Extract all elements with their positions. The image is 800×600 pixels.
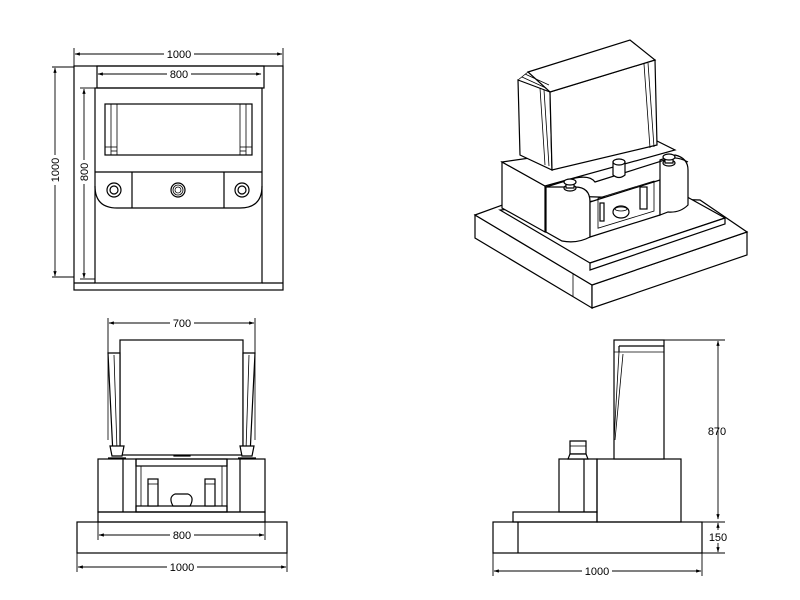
side-back-block — [596, 458, 682, 523]
dim-text-front-stone-width: 700 — [173, 318, 191, 330]
dim-text-top-inner-depth: 800 — [79, 163, 91, 181]
iso-stone-side-left — [517, 79, 553, 171]
side-view: 870 150 1000 — [492, 339, 731, 578]
top-view: 1000 800 1000 800 — [48, 47, 284, 291]
front-niche-bottom — [135, 505, 228, 513]
left-lantern-circle-icon — [106, 182, 122, 198]
side-stone-groove — [613, 351, 624, 441]
front-right-knob — [239, 445, 255, 457]
iso-side-post — [599, 202, 605, 222]
side-knob-base — [567, 453, 589, 460]
iso-right-knob-top — [662, 153, 676, 161]
side-front-block — [558, 458, 598, 513]
iso-water-bowl-rim — [614, 206, 628, 212]
iso-step-front — [589, 217, 726, 271]
incense-circle-mid — [172, 184, 184, 196]
iso-left-pillar — [545, 186, 591, 243]
dim-text-side-base-height: 150 — [709, 532, 727, 544]
top-lower-band-rounded — [94, 185, 263, 209]
dim-text-top-depth: 1000 — [50, 158, 62, 182]
dim-text-front-base-width: 1000 — [170, 562, 194, 574]
front-left-side-panel — [107, 352, 121, 456]
side-base — [492, 521, 703, 554]
incense-circle-inner — [174, 186, 182, 194]
dim-text-front-inner-width: 800 — [173, 530, 191, 542]
iso-incense-holder-top — [612, 158, 626, 166]
front-right-side-panel — [242, 352, 256, 456]
dim-text-top-width: 1000 — [167, 49, 191, 61]
iso-incense-holder — [612, 161, 626, 179]
front-left-knob — [109, 445, 125, 457]
top-window-frame — [104, 103, 253, 156]
right-lantern-circle-icon — [234, 182, 250, 198]
iso-niche-window — [597, 180, 655, 229]
isometric-view — [473, 39, 749, 310]
side-upright-stone — [613, 339, 665, 460]
left-lantern-circle-inner — [109, 185, 119, 195]
front-right-candle — [204, 478, 216, 507]
front-left-groove — [113, 354, 118, 451]
front-view: 700 800 1000 — [76, 317, 288, 574]
dim-text-side-height: 870 — [708, 426, 726, 438]
iso-stone-top — [526, 39, 657, 93]
iso-left-knob-top — [563, 178, 577, 186]
front-right-groove — [245, 354, 250, 451]
right-lantern-circle-inner — [237, 185, 247, 195]
dim-text-top-inner-width: 800 — [170, 69, 188, 81]
front-step — [97, 511, 266, 523]
iso-water-bowl — [612, 205, 630, 219]
iso-stone-steps — [517, 71, 550, 89]
incense-circle-icon — [170, 182, 186, 198]
iso-stone-groove-right — [643, 62, 655, 149]
front-water-bowl — [170, 493, 193, 507]
iso-candle-holder — [639, 186, 648, 210]
iso-stone-groove-left — [539, 87, 550, 167]
front-left-candle — [147, 478, 159, 507]
side-knob — [569, 440, 587, 455]
top-outer-base — [73, 65, 284, 291]
top-stone-band — [96, 65, 265, 89]
front-upright-stone — [119, 339, 244, 456]
side-step — [512, 511, 598, 523]
iso-pillar-top-edge — [545, 157, 689, 188]
front-niche-top — [135, 458, 228, 467]
iso-right-pillar — [659, 154, 689, 216]
dim-text-side-base-depth: 1000 — [585, 566, 609, 578]
